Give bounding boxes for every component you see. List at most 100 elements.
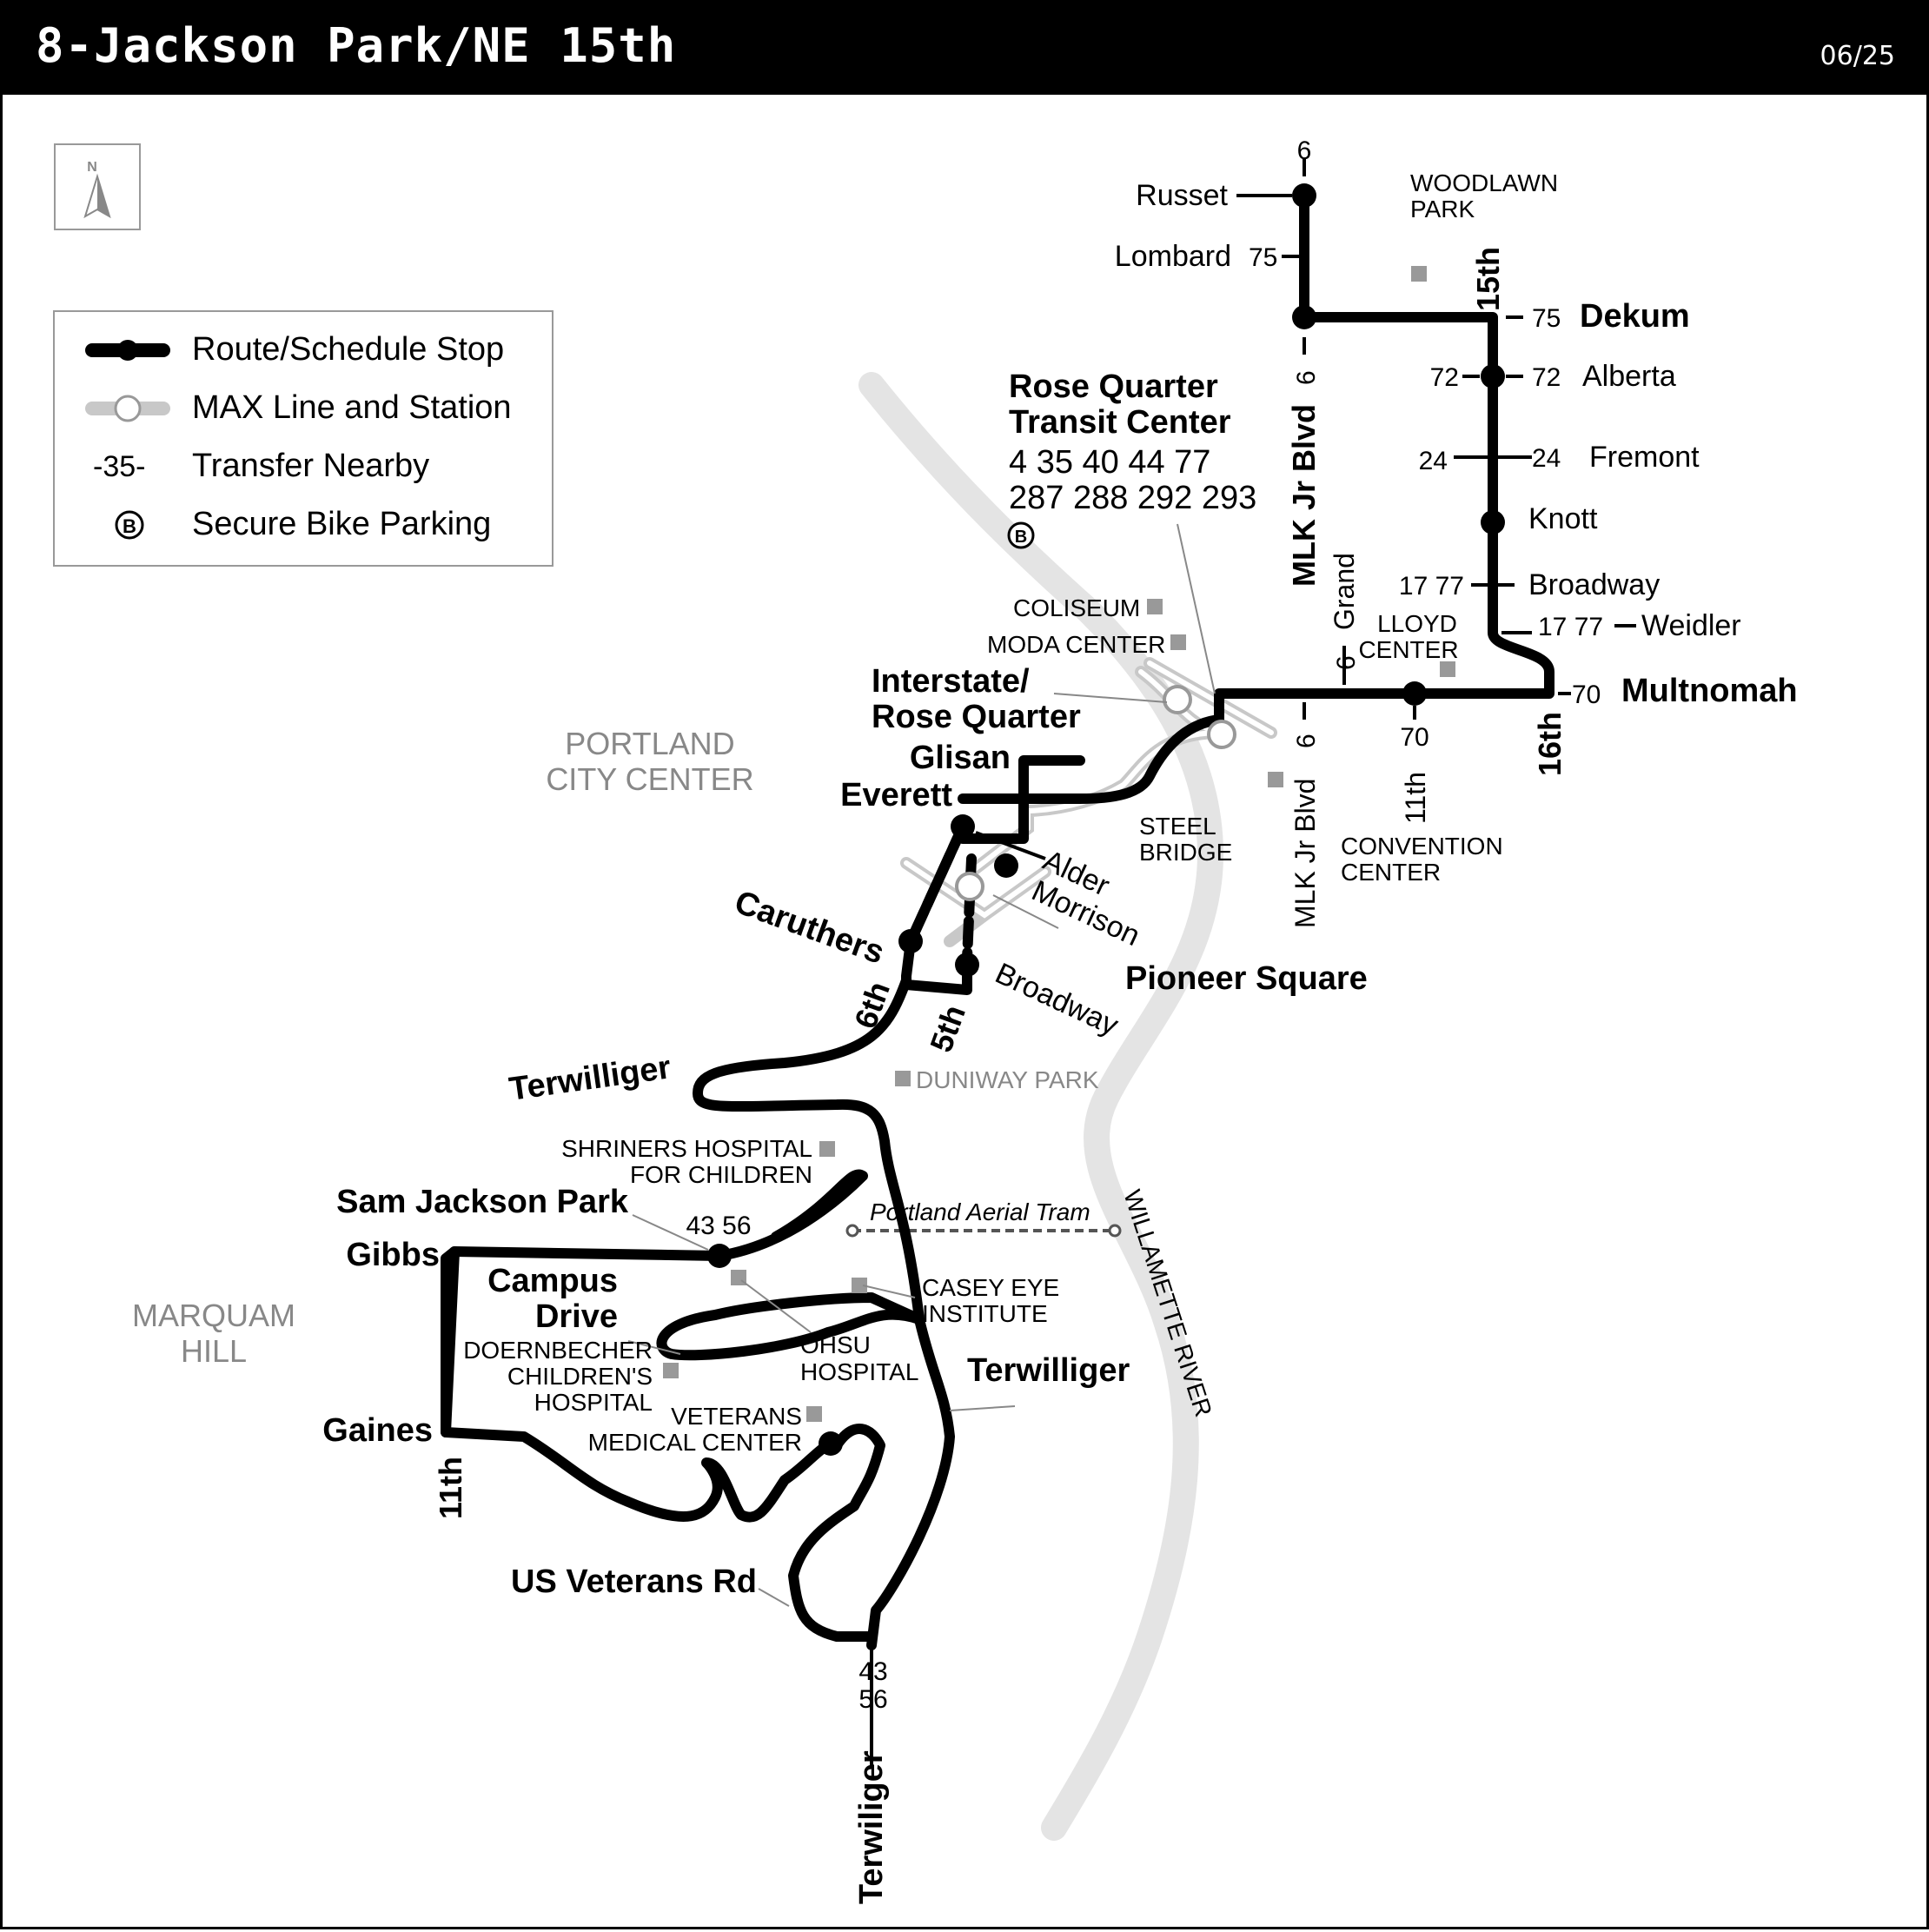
- street-mlk-south: MLK Jr Blvd: [1289, 779, 1321, 928]
- tram-terminal-icon: [845, 1224, 859, 1238]
- stop-11th: [1402, 681, 1427, 706]
- transfer-6-mlk: 6: [1292, 734, 1321, 748]
- stop-interstate-label-2: Rose Quarter: [872, 699, 1081, 735]
- stop-broadway-sw-label: Broadway: [991, 957, 1124, 1042]
- street-mlk-north: MLK Jr Blvd: [1286, 404, 1322, 587]
- transfer-6-dekum: 6: [1292, 370, 1321, 385]
- moda-label: MODA CENTER: [987, 631, 1165, 658]
- leader-lines: [627, 523, 1216, 1607]
- tram-terminal-icon: [1108, 1224, 1122, 1238]
- legend-max-label: MAX Line and Station: [192, 389, 512, 426]
- stop-weidler-label: Weidler: [1641, 609, 1741, 642]
- stop-pioneer-label: Pioneer Square: [1125, 960, 1368, 997]
- stop-campus-label-2: Drive: [535, 1298, 618, 1335]
- stop-interstate-label-1: Interstate/: [872, 663, 1030, 700]
- stop-terwilliger-top-label: Terwilliger: [507, 1049, 673, 1108]
- stop-gaines-label: Gaines: [322, 1412, 433, 1449]
- stop-russet-label: Russet: [1136, 179, 1228, 212]
- route-map: N Route/Schedule Stop MAX Line and Stati…: [53, 136, 1798, 1904]
- area-city-center-2: CITY CENTER: [546, 761, 753, 797]
- transfer-6-grand: 6: [1332, 655, 1361, 670]
- street-grand: Grand: [1329, 553, 1360, 630]
- casey-label-1: CASEY EYE: [922, 1274, 1059, 1301]
- legend-bike-label: Secure Bike Parking: [192, 506, 491, 542]
- area-marquam-1: MARQUAM: [132, 1298, 295, 1333]
- convention-label-1: CONVENTION: [1341, 833, 1503, 860]
- ohsu-label-2: HOSPITAL: [800, 1358, 918, 1385]
- transfer-6-top: 6: [1297, 136, 1312, 165]
- rose-quarter-title-1: Rose Quarter: [1009, 368, 1218, 405]
- stop-terwilliger-right-label: Terwilliger: [967, 1352, 1130, 1389]
- stop-gibbs-label: Gibbs: [346, 1237, 440, 1273]
- street-11th-sw: 11th: [433, 1457, 468, 1519]
- transfer-24-left: 24: [1419, 447, 1448, 475]
- transfer-43-bottom: 43: [858, 1657, 887, 1686]
- legend-transfer-symbol: -35-: [93, 450, 145, 483]
- doern-label-3: HOSPITAL: [534, 1389, 653, 1416]
- legend: Route/Schedule Stop MAX Line and Station…: [53, 310, 554, 567]
- stop-broadway-ne-label: Broadway: [1528, 568, 1660, 601]
- stop-caruthers-label: Caruthers: [730, 884, 889, 972]
- transfer-72-left: 72: [1430, 363, 1459, 392]
- route-stops: [707, 183, 1505, 1456]
- ohsu-label-1: OHSU: [800, 1331, 871, 1358]
- compass: N: [54, 143, 141, 230]
- page-title: 8-Jackson Park/NE 15th: [36, 18, 677, 73]
- doern-label-1: DOERNBECHER: [463, 1337, 653, 1364]
- landmark-markers: [663, 266, 1455, 1422]
- station-pioneer: [955, 872, 984, 901]
- header-bar: 8-Jackson Park/NE 15th 06/25: [3, 3, 1929, 95]
- lloyd-label-1: LLOYD: [1377, 610, 1457, 637]
- woodlawn-label-1: WOODLAWN: [1410, 169, 1558, 196]
- street-5th: 5th: [923, 1000, 972, 1057]
- stop-us-veterans-label: US Veterans Rd: [511, 1564, 757, 1600]
- lloyd-label-2: CENTER: [1358, 636, 1458, 663]
- transfer-70-11th: 70: [1400, 723, 1429, 752]
- svg-text:B: B: [123, 515, 136, 537]
- stop-lombard-label: Lombard: [1115, 240, 1231, 273]
- rose-quarter-lines-1: 4 35 40 44 77: [1009, 444, 1210, 481]
- edition-date: 06/25: [1820, 41, 1895, 71]
- street-11th-ne: 11th: [1400, 772, 1431, 824]
- area-city-center-1: PORTLAND: [565, 726, 734, 761]
- stop-terwiliger-bottom-label: Terwiliger: [853, 1750, 890, 1904]
- woodlawn-label-2: PARK: [1410, 196, 1475, 222]
- stop-dekum-mlk: [1292, 305, 1316, 329]
- stop-fremont-label: Fremont: [1589, 441, 1700, 474]
- stop-alder: [994, 853, 1018, 878]
- stop-glisan-label: Glisan: [910, 740, 1011, 776]
- area-marquam-2: HILL: [181, 1333, 247, 1369]
- station-interstate: [1207, 720, 1236, 749]
- transfer-ticks: [870, 159, 1636, 1767]
- tram-label: Portland Aerial Tram: [870, 1198, 1090, 1225]
- casey-label-2: INSTITUTE: [922, 1300, 1048, 1327]
- street-16th: 16th: [1532, 712, 1568, 776]
- transfer-24-right: 24: [1532, 444, 1561, 473]
- stop-multnomah-label: Multnomah: [1621, 673, 1798, 709]
- stop-everett-label: Everett: [840, 777, 952, 813]
- vet-label-1: VETERANS: [671, 1403, 802, 1430]
- compass-letter: N: [87, 160, 97, 175]
- shriners-label-1: SHRINERS HOSPITAL: [561, 1135, 812, 1162]
- stop-knott: [1481, 510, 1505, 534]
- stop-broadway-sw: [955, 953, 979, 977]
- rose-quarter-lines-2: 287 288 292 293: [1009, 480, 1256, 516]
- legend-transfer-label: Transfer Nearby: [192, 448, 429, 484]
- stop-caruthers: [898, 929, 923, 953]
- stop-sam-jackson: [707, 1244, 732, 1268]
- duniway-label: DUNIWAY PARK: [916, 1066, 1099, 1093]
- route-line: [441, 190, 1554, 1650]
- transfer-75-dekum: 75: [1532, 304, 1561, 333]
- legend-route-label: Route/Schedule Stop: [192, 331, 504, 368]
- stop-sam-jackson-label: Sam Jackson Park: [336, 1184, 629, 1220]
- stop-knott-label: Knott: [1528, 502, 1598, 535]
- stop-alberta: [1481, 364, 1505, 388]
- transfer-1777-right: 17 77: [1538, 613, 1603, 641]
- stop-veterans: [819, 1431, 843, 1456]
- stop-dekum-label: Dekum: [1580, 298, 1690, 335]
- rose-quarter-title-2: Transit Center: [1009, 404, 1231, 441]
- stop-alberta-label: Alberta: [1582, 360, 1676, 393]
- transfer-56-bottom: 56: [858, 1685, 887, 1714]
- station-rose-quarter: [1163, 685, 1192, 714]
